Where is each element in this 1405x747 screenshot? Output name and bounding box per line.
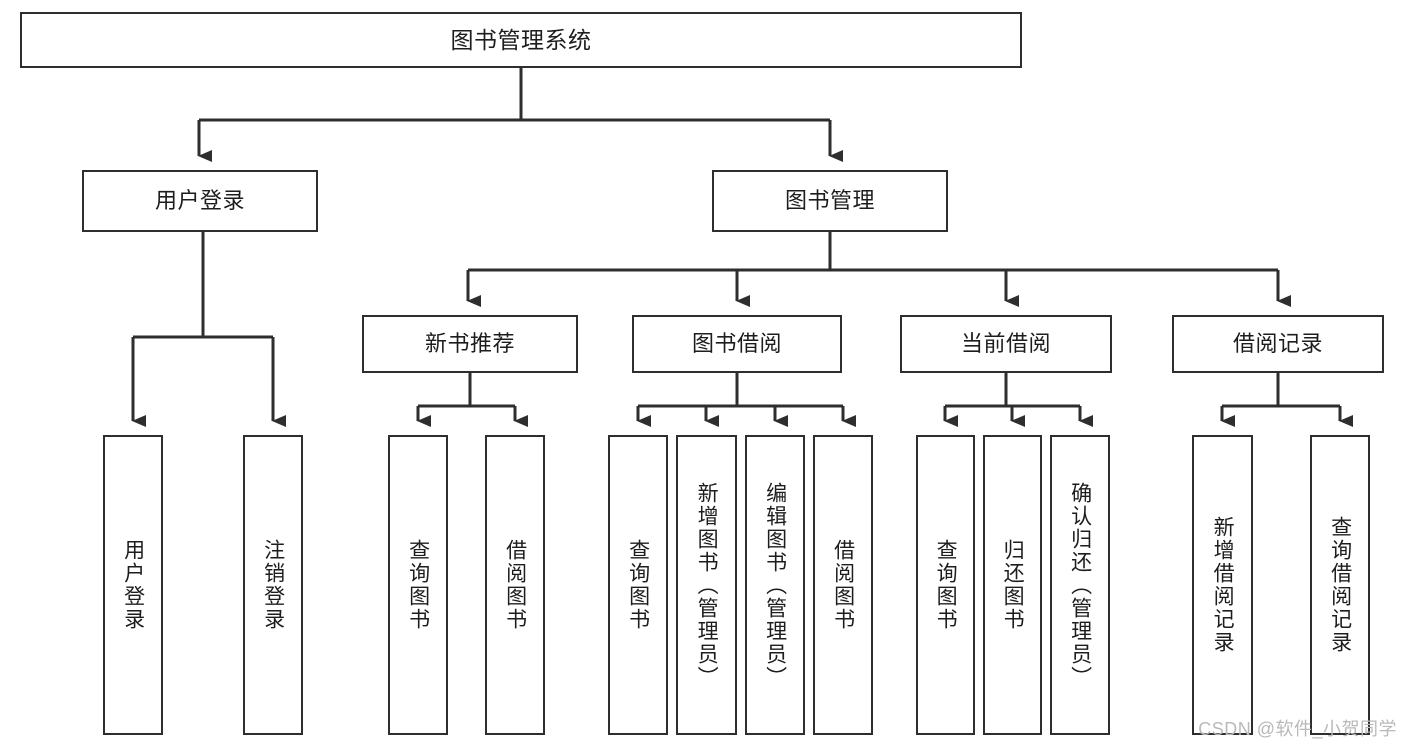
leaf-borrow-query-book-label: 查询图书 [626,539,650,631]
node-borrow-record-label: 借阅记录 [1232,331,1323,357]
leaf-record-add[interactable]: 新增借阅记录 [1192,435,1253,735]
leaf-user-login[interactable]: 用户登录 [103,435,163,735]
node-borrow-record[interactable]: 借阅记录 [1172,315,1384,373]
leaf-current-query-book-label: 查询图书 [934,539,958,631]
node-user-login-module[interactable]: 用户登录 [82,170,318,232]
csdn-watermark: CSDN @软件_小贺同学 [1198,719,1397,739]
leaf-user-login-label: 用户登录 [121,539,145,631]
leaf-borrow-query-book[interactable]: 查询图书 [608,435,668,735]
leaf-current-confirm-return[interactable]: 确认归还（管理员） [1050,435,1110,735]
leaf-current-return-book[interactable]: 归还图书 [983,435,1042,735]
leaf-current-query-book[interactable]: 查询图书 [916,435,975,735]
leaf-record-add-label: 新增借阅记录 [1211,516,1235,654]
leaf-borrow-add-book-label: 新增图书（管理员） [695,481,719,689]
leaf-current-return-book-label: 归还图书 [1001,539,1025,631]
leaf-user-logout[interactable]: 注销登录 [243,435,303,735]
leaf-user-logout-label: 注销登录 [261,539,285,631]
node-new-book-recommend[interactable]: 新书推荐 [362,315,578,373]
leaf-record-query-label: 查询借阅记录 [1328,516,1352,654]
leaf-current-confirm-return-label: 确认归还（管理员） [1068,481,1092,689]
leaf-new-query-book-label: 查询图书 [406,539,430,631]
leaf-borrow-lend-book-label: 借阅图书 [831,539,855,631]
node-book-borrow[interactable]: 图书借阅 [632,315,842,373]
node-root[interactable]: 图书管理系统 [20,12,1022,68]
leaf-borrow-lend-book[interactable]: 借阅图书 [813,435,873,735]
leaf-new-query-book[interactable]: 查询图书 [388,435,448,735]
node-root-label: 图书管理系统 [450,26,592,53]
leaf-borrow-add-book[interactable]: 新增图书（管理员） [676,435,737,735]
leaf-new-borrow-book-label: 借阅图书 [503,539,527,631]
node-book-management-module-label: 图书管理 [784,188,875,214]
node-user-login-module-label: 用户登录 [154,188,245,214]
node-current-borrow-label: 当前借阅 [960,331,1051,357]
leaf-record-query[interactable]: 查询借阅记录 [1310,435,1370,735]
leaf-new-borrow-book[interactable]: 借阅图书 [485,435,545,735]
node-current-borrow[interactable]: 当前借阅 [900,315,1112,373]
node-book-borrow-label: 图书借阅 [691,331,782,357]
node-new-book-recommend-label: 新书推荐 [424,331,515,357]
leaf-borrow-edit-book[interactable]: 编辑图书（管理员） [745,435,805,735]
leaf-borrow-edit-book-label: 编辑图书（管理员） [763,481,787,689]
node-book-management-module[interactable]: 图书管理 [712,170,948,232]
